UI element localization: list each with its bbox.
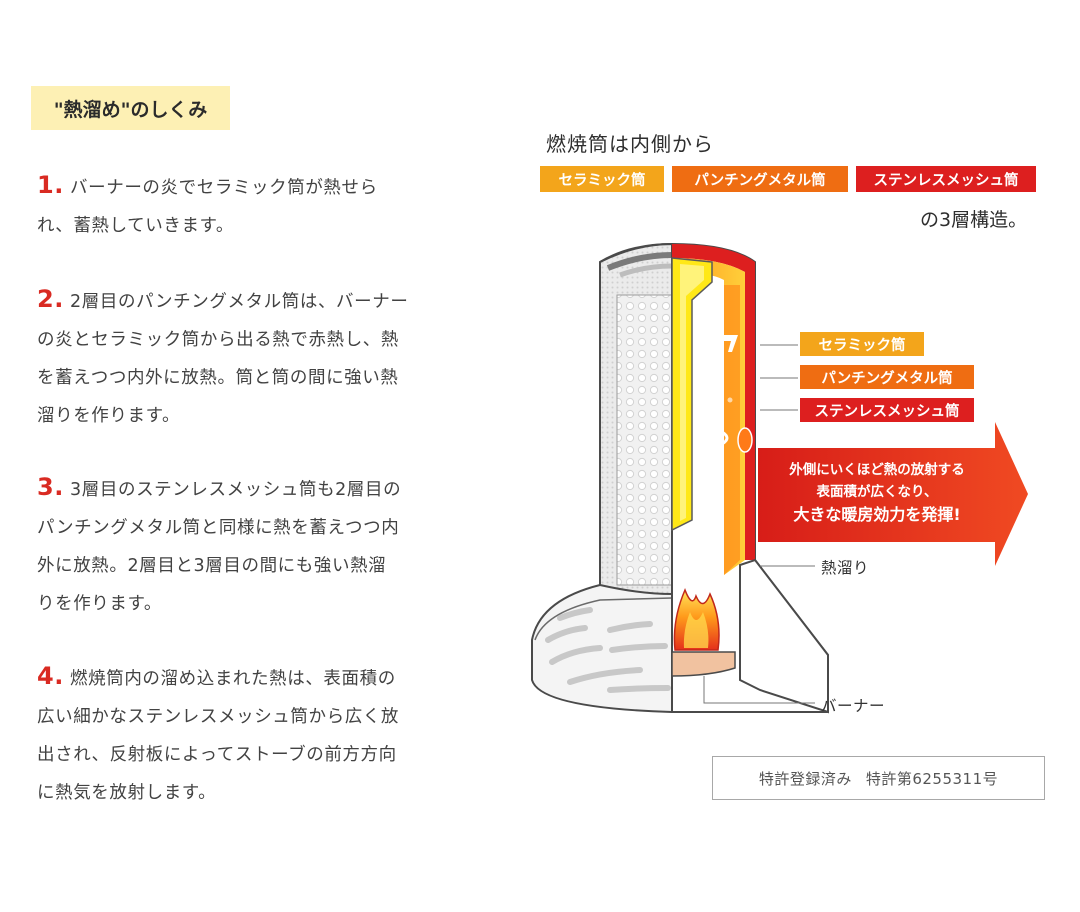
step-2: 2.2層目のパンチングメタル筒は、バーナー の炎とセラミック筒から出る熱で赤熱し… — [37, 280, 477, 435]
step-4-line-4: に熱気を放射します。 — [37, 783, 217, 803]
step-2-line-2: の炎とセラミック筒から出る熱で赤熱し、熱 — [37, 330, 399, 350]
step-3-line-4: りを作ります。 — [37, 594, 162, 614]
label-stainless-mesh: ステンレスメッシュ筒 — [800, 398, 974, 422]
step-4-line-1: 燃焼筒内の溜め込まれた熱は、表面積の — [70, 669, 396, 689]
label-punching-metal: パンチングメタル筒 — [800, 365, 974, 389]
page-heading: "熱溜め"のしくみ — [53, 98, 208, 121]
tag-ceramic: セラミック筒 — [540, 166, 664, 192]
structure-suffix: の3層構造。 — [920, 209, 1028, 231]
patent-box: 特許登録済み 特許第6255311号 — [712, 756, 1045, 800]
arrow-text: 外側にいくほど熱の放射する 表面積が広くなり、 大きな暖房効力を発揮! — [762, 459, 992, 527]
step-2-line-4: 溜りを作ります。 — [37, 406, 181, 426]
step-3-line-1: 3層目のステンレスメッシュ筒も2層目の — [70, 480, 402, 500]
tag-punching-metal: パンチングメタル筒 — [672, 166, 848, 192]
step-3-number: 3. — [37, 473, 65, 501]
step-3: 3.3層目のステンレスメッシュ筒も2層目の パンチングメタル筒と同様に熱を蓄えつ… — [37, 468, 477, 623]
leader-lines — [703, 344, 815, 704]
arrow-text-line-2: 表面積が広くなり、 — [816, 484, 938, 500]
step-2-number: 2. — [37, 285, 65, 313]
step-1-line-2: れ、蓄熱していきます。 — [37, 216, 234, 236]
patent-registered: 特許登録済み — [758, 769, 852, 788]
step-1-line-1: バーナーの炎でセラミック筒が熱せら — [70, 178, 378, 198]
step-1-number: 1. — [37, 171, 65, 199]
tag-stainless-mesh: ステンレスメッシュ筒 — [856, 166, 1036, 192]
step-4-line-2: 広い細かなステンレスメッシュ筒から広く放 — [37, 707, 399, 727]
base-left — [531, 580, 673, 714]
step-2-line-3: を蓄えつつ内外に放熱。筒と筒の間に強い熱 — [37, 368, 399, 388]
heat-pool-label: 熱溜り — [821, 559, 870, 577]
step-4-line-3: 出され、反射板によってストーブの前方方向 — [37, 745, 397, 765]
arrow-text-line-1: 外側にいくほど熱の放射する — [789, 462, 965, 478]
label-ceramic: セラミック筒 — [800, 332, 924, 356]
radiation-arrow — [758, 422, 1028, 566]
burner-label: バーナー — [821, 697, 886, 715]
step-4: 4.燃焼筒内の溜め込まれた熱は、表面積の 広い細かなステンレスメッシュ筒から広く… — [37, 657, 477, 812]
step-3-line-3: 外に放熱。2層目と3層目の間にも強い熱溜 — [37, 556, 387, 576]
heading-box: "熱溜め"のしくみ — [31, 86, 230, 130]
cylinder-left — [599, 242, 673, 596]
arrow-text-line-3: 大きな暖房効力を発揮! — [793, 505, 961, 524]
step-4-number: 4. — [37, 662, 65, 690]
step-2-line-1: 2層目のパンチングメタル筒は、バーナー — [70, 292, 409, 312]
patent-number: 特許第6255311号 — [865, 769, 999, 788]
structure-title: 燃焼筒は内側から — [546, 132, 714, 156]
step-1: 1.バーナーの炎でセラミック筒が熱せら れ、蓄熱していきます。 — [37, 166, 477, 245]
step-3-line-2: パンチングメタル筒と同様に熱を蓄えつつ内 — [37, 518, 400, 538]
cutaway-right — [671, 242, 829, 714]
